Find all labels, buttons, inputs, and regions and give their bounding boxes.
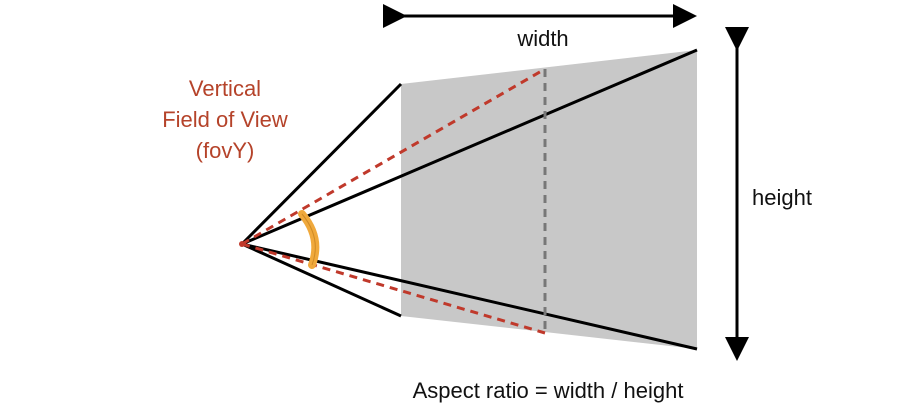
eye-point bbox=[239, 241, 245, 247]
near-plane-top-edge bbox=[240, 82, 403, 246]
fov-label-line1: Vertical bbox=[189, 76, 261, 101]
fov-label-line3: (fovY) bbox=[196, 138, 255, 163]
fov-label-line2: Field of View bbox=[162, 107, 288, 132]
width-label: width bbox=[516, 26, 568, 51]
fov-bottom-dashed-line bbox=[241, 242, 546, 335]
fov-top-dashed-line bbox=[241, 67, 546, 246]
frustum-body bbox=[401, 50, 697, 349]
frustum-top-line bbox=[241, 48, 698, 246]
height-label: height bbox=[752, 185, 812, 210]
fov-angle-arc-outline bbox=[301, 213, 316, 266]
aspect-ratio-caption: Aspect ratio = width / height bbox=[413, 378, 684, 403]
near-plane-bottom-edge bbox=[241, 242, 402, 318]
frustum-bottom-line bbox=[241, 242, 698, 351]
